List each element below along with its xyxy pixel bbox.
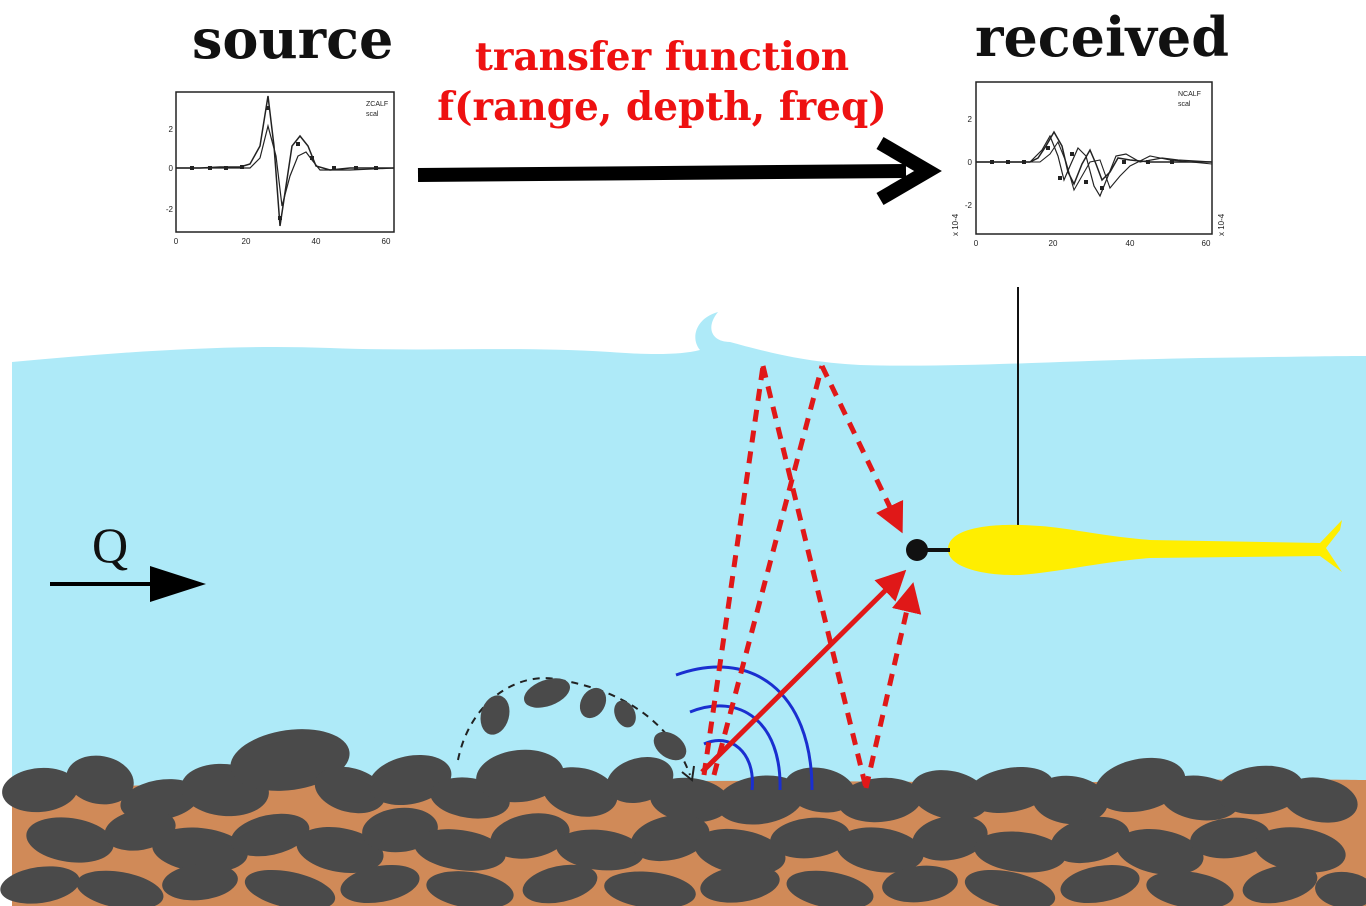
bed-stone [556, 829, 644, 871]
bed-stone [2, 767, 78, 813]
acoustic-wavefront [675, 665, 814, 791]
bed-stone [76, 870, 164, 906]
bed-stone [1050, 816, 1130, 864]
hydrophone-tip [906, 539, 928, 561]
received-ytick: 0 [968, 158, 973, 167]
received-xtick: 60 [1202, 239, 1211, 248]
flying-stone [524, 678, 570, 708]
bed-stone [784, 767, 856, 813]
bed-stone [912, 815, 988, 861]
flying-stone [579, 687, 607, 719]
bed-stone [1060, 864, 1140, 904]
source-xtick: 20 [242, 237, 251, 246]
bed-stone [1116, 829, 1204, 875]
source-waveform-plot: ZCALF scal 0 20 40 60 2 0 -2 [166, 91, 395, 246]
received-xtick: 40 [1126, 239, 1135, 248]
saltation-arrowhead [681, 765, 695, 782]
source-ytick: 2 [169, 125, 174, 134]
flow-label: Q [92, 517, 129, 573]
bed-stones [0, 729, 1366, 906]
reflected-paths [701, 364, 922, 789]
bed-stone [974, 831, 1066, 873]
received-ytick: 2 [968, 115, 973, 124]
bed-stone [244, 869, 336, 906]
transfer-function-label: transfer function [474, 34, 850, 80]
bed-stone [650, 777, 730, 823]
bed-stone [162, 863, 238, 901]
source-legend-1: ZCALF [366, 101, 388, 108]
bed-stone [314, 766, 386, 814]
received-trace-markers [990, 146, 1174, 190]
source-xtick: 60 [382, 237, 391, 246]
received-trace-1 [976, 130, 1212, 186]
received-legend-2: scal [1178, 101, 1191, 108]
bed-stone [1190, 817, 1270, 859]
source-label: source [192, 7, 394, 71]
bed-stone [340, 864, 420, 904]
bed-stone [770, 817, 850, 859]
bed-stone [604, 871, 696, 906]
bed-stone [694, 828, 786, 876]
source-legend-2: scal [366, 111, 379, 118]
transfer-arrow-shaft [417, 164, 907, 182]
hydrophone-body [947, 520, 1342, 576]
bed-stone [838, 777, 922, 823]
flying-stone [653, 731, 687, 761]
transfer-function-formula: f(range, depth, freq) [437, 84, 887, 130]
received-trace-2 [976, 134, 1213, 198]
bed-stone [836, 827, 924, 873]
bed-stone [716, 775, 804, 825]
source-ytick: 0 [169, 164, 174, 173]
bed-stone [964, 869, 1056, 906]
source-trace-2 [176, 123, 395, 207]
bed-stone [26, 817, 114, 863]
bed-stone [1282, 777, 1358, 823]
bed-stone [542, 767, 618, 817]
received-xtick: 0 [974, 239, 979, 248]
bed-stone [1216, 765, 1304, 815]
received-waveform-plot: NCALF scal 0 20 40 60 2 0 -2 x 10-4 x 10… [951, 81, 1226, 248]
bed-stone [476, 749, 564, 803]
bed-stone [700, 865, 780, 903]
bed-stone [66, 755, 134, 805]
bed-stone [1254, 827, 1346, 873]
bed-stone [1315, 871, 1366, 906]
bed-stone [426, 871, 514, 906]
received-y-unit: x 10-4 [951, 213, 960, 236]
bed-stone [1146, 871, 1234, 906]
bed-stone [230, 813, 310, 857]
bed-stone [966, 767, 1054, 813]
source-trace-markers [190, 106, 378, 220]
bed-stone [0, 866, 80, 904]
received-legend-1: NCALF [1178, 91, 1201, 98]
flying-stone [614, 700, 636, 728]
flow-arrowhead [150, 566, 206, 602]
received-label: received [975, 5, 1230, 69]
source-xtick: 0 [174, 237, 179, 246]
bed-stone [1032, 775, 1108, 825]
acoustic-wavefront [703, 739, 754, 791]
bed-stone [786, 870, 874, 906]
direct-path [700, 569, 907, 774]
received-xtick: 20 [1049, 239, 1058, 248]
bed-stone [522, 864, 598, 904]
bed-stone [882, 865, 958, 903]
water-body [12, 312, 1366, 906]
bed-stone [296, 827, 384, 873]
source-xtick: 40 [312, 237, 321, 246]
transfer-arrowhead [876, 136, 942, 206]
received-y-unit-right: x 10-4 [1217, 213, 1226, 236]
flying-stone [480, 695, 510, 735]
bed-stone [910, 770, 990, 820]
bed-stone [630, 814, 710, 862]
bed-stone [152, 827, 248, 873]
source-ytick: -2 [166, 205, 174, 214]
received-trace-3 [976, 140, 1213, 192]
bed-stone [414, 829, 506, 871]
bed-stone [490, 813, 570, 859]
received-ytick: -2 [965, 201, 973, 210]
bed-stone [1242, 864, 1318, 904]
